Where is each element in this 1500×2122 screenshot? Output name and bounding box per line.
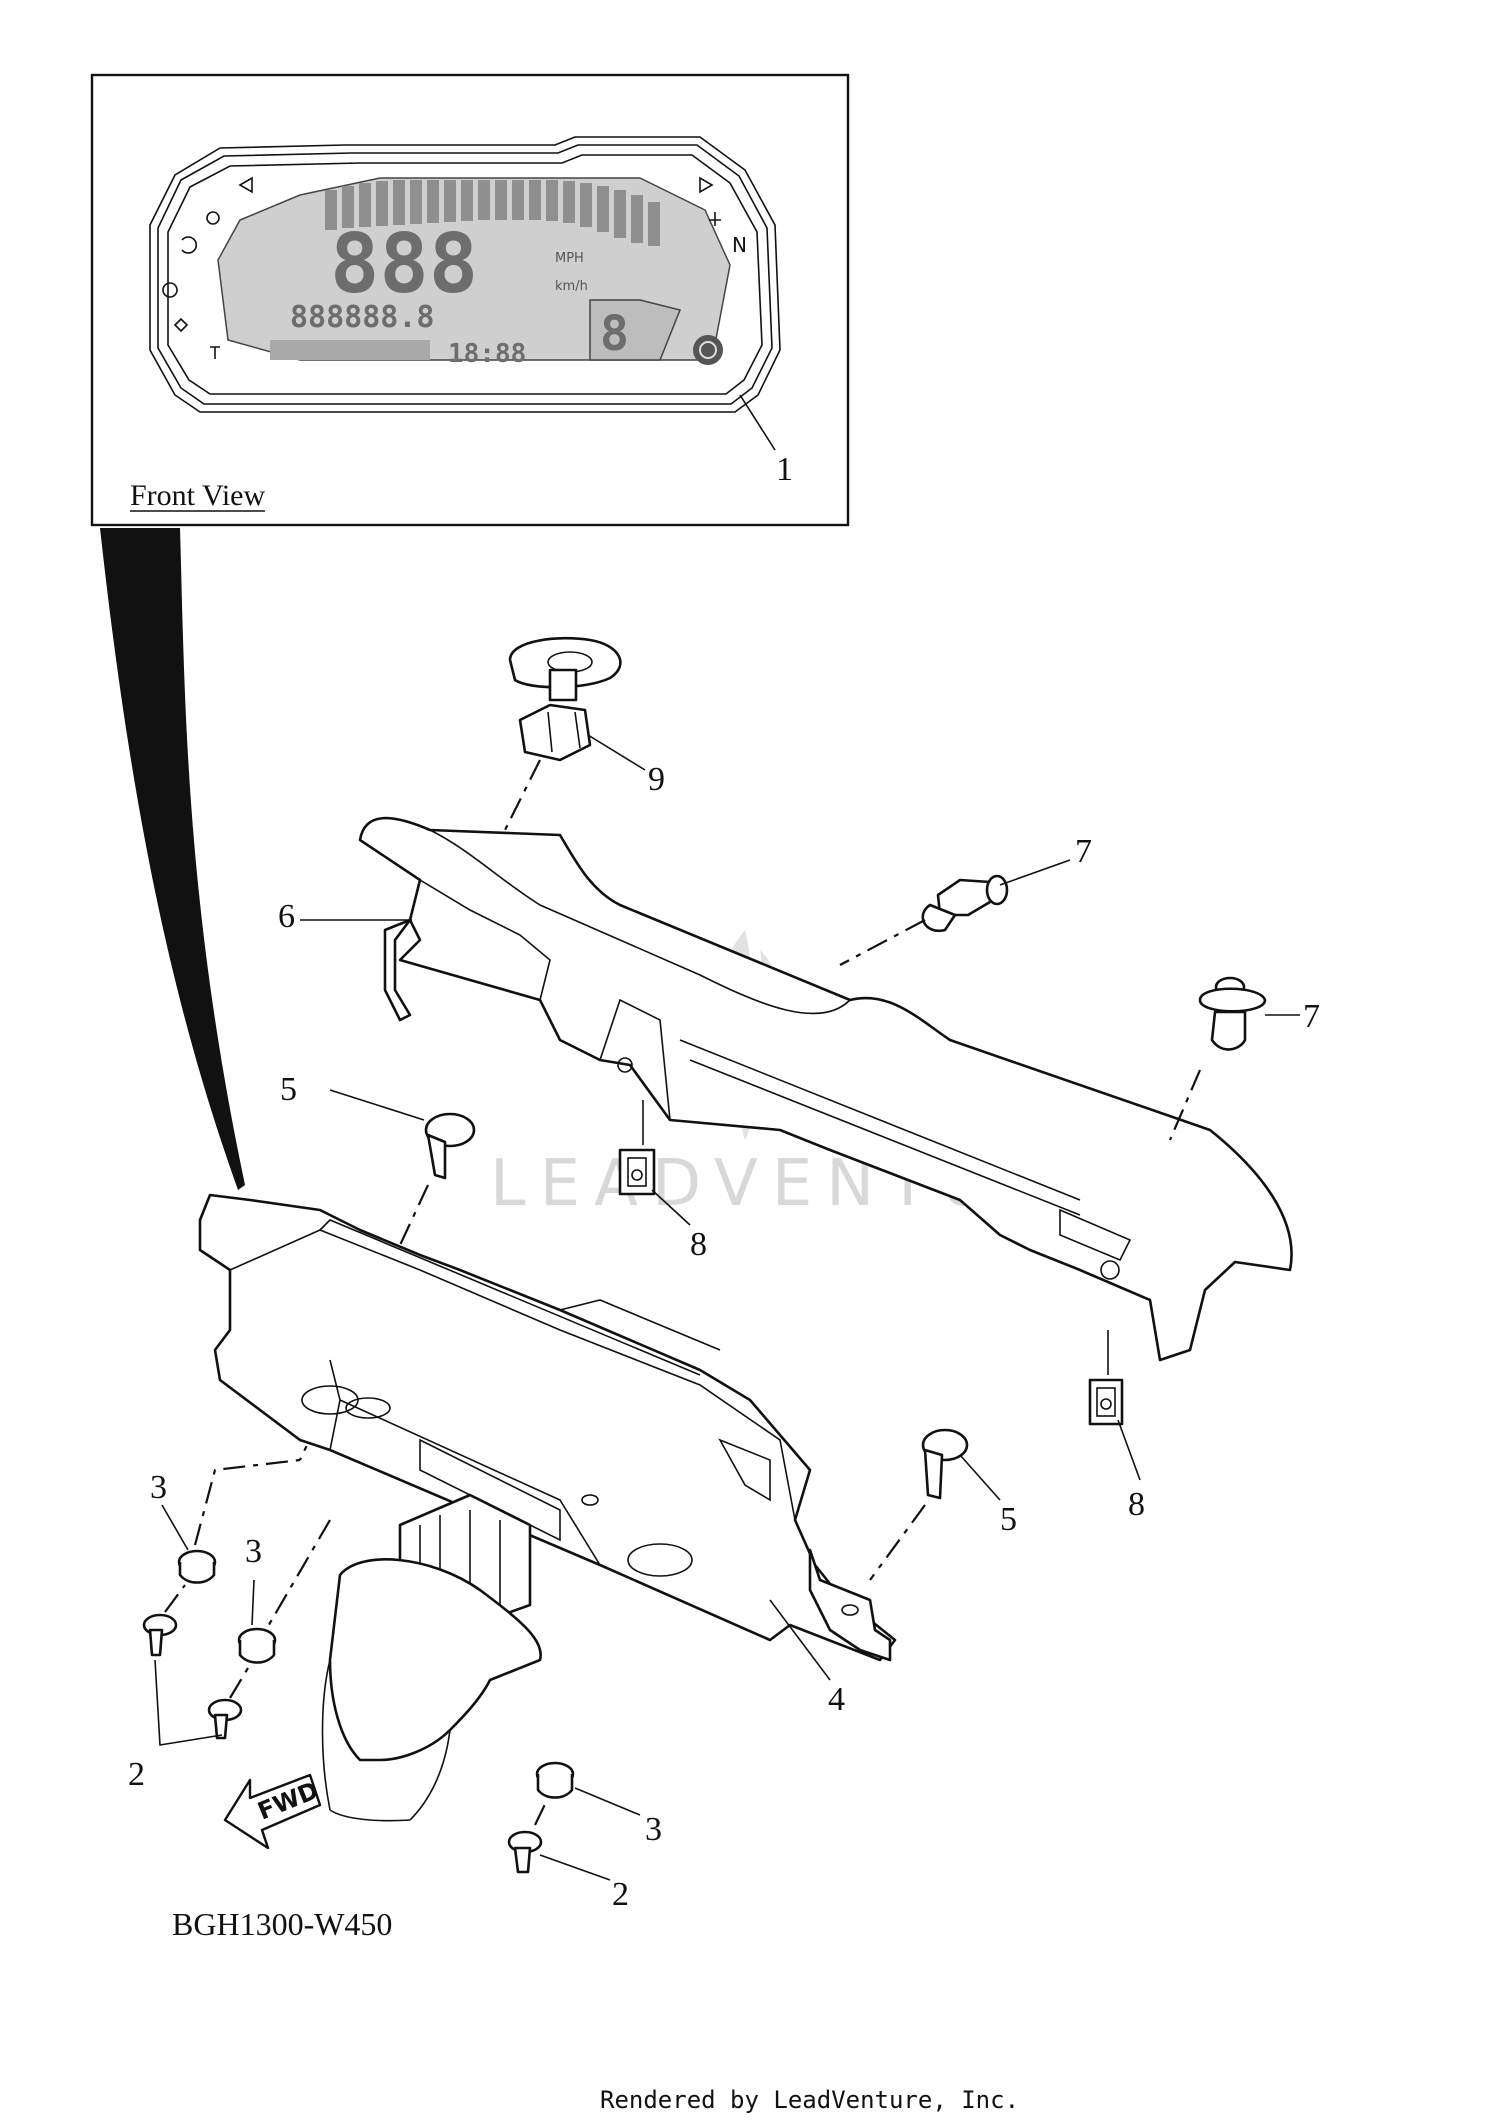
part-2-screw-left-upper [142,1584,186,1657]
part-7-clip-b: 7 [1168,976,1320,1141]
callout-8-left: 8 [690,1226,707,1263]
callout-3-left-upper: 3 [150,1469,167,1506]
part-2-screw-bottom: 2 [507,1797,629,1913]
callout-2-bottom: 2 [612,1876,629,1913]
speed-unit-kmh: km/h [555,279,588,294]
fuel-bar [270,340,430,360]
fwd-arrow-icon: FWD [223,1773,322,1850]
left-turn-signal-icon [238,176,253,194]
speed-unit-mph: MPH [555,251,584,266]
front-view-inset: 888 MPH km/h 888888.8 18:88 8 N 1 Front … [90,73,850,527]
callout-7-right: 7 [1303,998,1320,1035]
inset-frame [90,73,850,527]
key-icon [210,346,220,359]
callout-5-right: 5 [1000,1501,1017,1538]
high-beam-icon [181,236,197,254]
engine-warning-icon [173,317,189,333]
gear-window [589,299,682,361]
leader-line-2-left [154,1659,223,1746]
callout-5-top: 5 [280,1071,297,1108]
part-5-screw-b: 5 [869,1428,1017,1581]
footer-credit: Rendered by LeadVenture, Inc. [600,2086,1019,2114]
coolant-temp-icon [709,212,721,226]
part-9-grommet: 9 [504,636,665,831]
brand-emblem-icon [693,335,723,365]
callout-1: 1 [776,451,793,488]
part-2-screw-left-lower [207,1667,249,1740]
part-3-grommet-bottom: 3 [535,1761,662,1848]
diagram-code: BGH1300-W450 [172,1906,392,1942]
speed-readout: 888 [330,217,478,312]
abs-warning-icon [162,282,178,298]
part-6-meter-cover: 6 [278,816,1293,1362]
oil-pressure-icon [206,211,220,225]
meter-outer-bezel [149,136,781,413]
part-7-clip-a: 7 [839,833,1092,966]
gear-readout: 8 [600,306,629,362]
harness-swoosh [100,528,245,1190]
callout-2-left: 2 [128,1756,145,1793]
part-3-grommet-left-lower: 3 [237,1533,277,1664]
callout-3-left-lower: 3 [245,1533,262,1570]
part-8-nut-b: 8 [1088,1330,1145,1523]
odometer-readout: 888888.8 [290,300,435,335]
part-3-grommet-left-upper: 3 [150,1458,301,1584]
leader-line-1 [739,394,776,451]
neutral-indicator: N [732,233,747,257]
front-view-label: Front View [130,479,265,512]
tachometer-bar [325,180,660,246]
part-4-meter-assembly: 4 [198,1193,897,1718]
callout-4: 4 [828,1681,845,1718]
part-5-screw-a: 5 [280,1071,476,1461]
callout-9: 9 [648,761,665,798]
callout-6: 6 [278,898,295,935]
callout-7-top: 7 [1075,833,1092,870]
part-8-nut-a: 8 [618,1100,707,1263]
clock-readout: 18:88 [448,339,526,369]
callout-3-bottom: 3 [645,1811,662,1848]
callout-8-right: 8 [1128,1486,1145,1523]
meter-connector [259,1493,542,1822]
right-turn-signal-icon [699,176,714,194]
